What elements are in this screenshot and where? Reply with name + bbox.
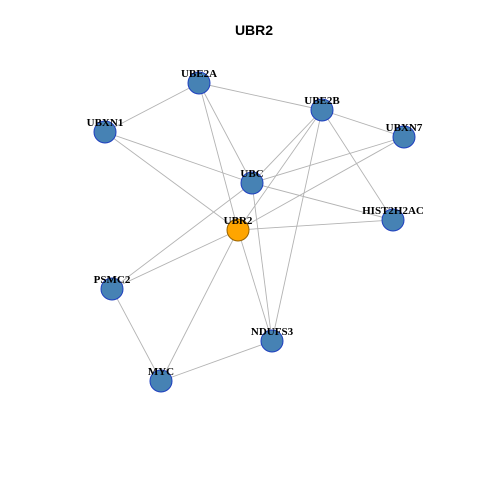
node-circle-myc <box>149 369 173 393</box>
edge-ube2b-ubc <box>251 109 323 184</box>
edge-ubxn1-ubr2 <box>104 131 239 231</box>
node-circle-ubc <box>240 171 264 195</box>
node-label-myc: MYC <box>148 366 174 378</box>
node-myc: MYC <box>148 366 174 393</box>
node-label-ube2a: UBE2A <box>181 68 217 80</box>
node-hist2h2ac: HIST2H2AC <box>362 205 424 232</box>
node-label-ubxn7: UBXN7 <box>386 122 423 134</box>
edge-ube2a-ubc <box>198 82 253 184</box>
edge-layer <box>104 82 405 382</box>
node-ube2b: UBE2B <box>304 95 340 122</box>
edge-ndufs3-myc <box>160 340 273 382</box>
node-ube2a: UBE2A <box>181 68 217 95</box>
node-circle-ubxn1 <box>93 120 117 144</box>
node-circle-ubxn7 <box>392 125 416 149</box>
edge-ube2b-ubxn7 <box>321 109 405 138</box>
node-circle-hist2h2ac <box>381 208 405 232</box>
node-ubr2: UBR2 <box>224 215 253 242</box>
edge-ubc-hist2h2ac <box>251 182 394 221</box>
edge-ube2b-ndufs3 <box>271 109 323 342</box>
node-label-psmc2: PSMC2 <box>94 274 131 286</box>
node-label-ubxn1: UBXN1 <box>87 117 124 129</box>
edge-ube2a-ube2b <box>198 82 323 111</box>
edge-ubc-psmc2 <box>111 182 253 290</box>
node-ndufs3: NDUFS3 <box>251 326 294 353</box>
node-circle-ubr2 <box>226 218 250 242</box>
diagram-title: UBR2 <box>235 22 273 38</box>
node-label-ubc: UBC <box>240 168 263 180</box>
edge-ubxn7-ubc <box>251 136 405 184</box>
node-label-ubr2: UBR2 <box>224 215 253 227</box>
node-circle-ndufs3 <box>260 329 284 353</box>
node-ubc: UBC <box>240 168 264 195</box>
edge-ubxn1-ubc <box>104 131 253 184</box>
edge-ubr2-hist2h2ac <box>237 219 394 231</box>
node-ubxn7: UBXN7 <box>386 122 423 149</box>
node-label-ube2b: UBE2B <box>304 95 340 107</box>
node-circle-psmc2 <box>100 277 124 301</box>
node-ubxn1: UBXN1 <box>87 117 124 144</box>
edge-ubr2-ndufs3 <box>237 229 273 342</box>
edge-ube2b-hist2h2ac <box>321 109 394 221</box>
node-label-ndufs3: NDUFS3 <box>251 326 294 338</box>
edge-ubr2-myc <box>160 229 239 382</box>
node-circle-ube2a <box>187 71 211 95</box>
node-circle-ube2b <box>310 98 334 122</box>
node-psmc2: PSMC2 <box>94 274 131 301</box>
edge-ubxn7-ubr2 <box>237 136 405 231</box>
edge-ube2b-ubr2 <box>237 109 323 231</box>
edge-ube2a-ubr2 <box>198 82 239 231</box>
edge-ubc-ndufs3 <box>251 182 273 342</box>
edge-psmc2-myc <box>111 288 162 382</box>
node-label-hist2h2ac: HIST2H2AC <box>362 205 424 217</box>
edge-ubr2-psmc2 <box>111 229 239 290</box>
edge-ube2a-ubxn1 <box>104 82 200 133</box>
